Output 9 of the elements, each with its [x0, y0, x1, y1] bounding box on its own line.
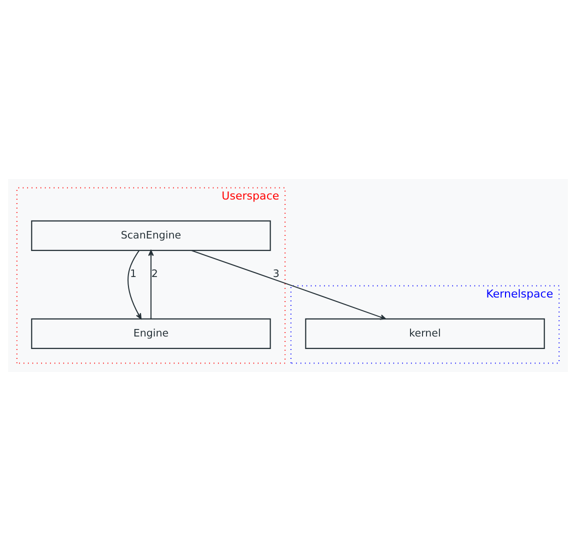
node-box: ScanEngine	[31, 220, 271, 250]
arrow	[191, 250, 386, 320]
edge-label: 3	[272, 268, 280, 280]
arrow	[128, 250, 142, 319]
edge-label: 1	[130, 268, 137, 280]
arrow	[148, 249, 154, 318]
edge-label: 2	[151, 268, 158, 280]
node-box: Engine	[31, 318, 271, 348]
node-box: kernel	[305, 318, 545, 348]
